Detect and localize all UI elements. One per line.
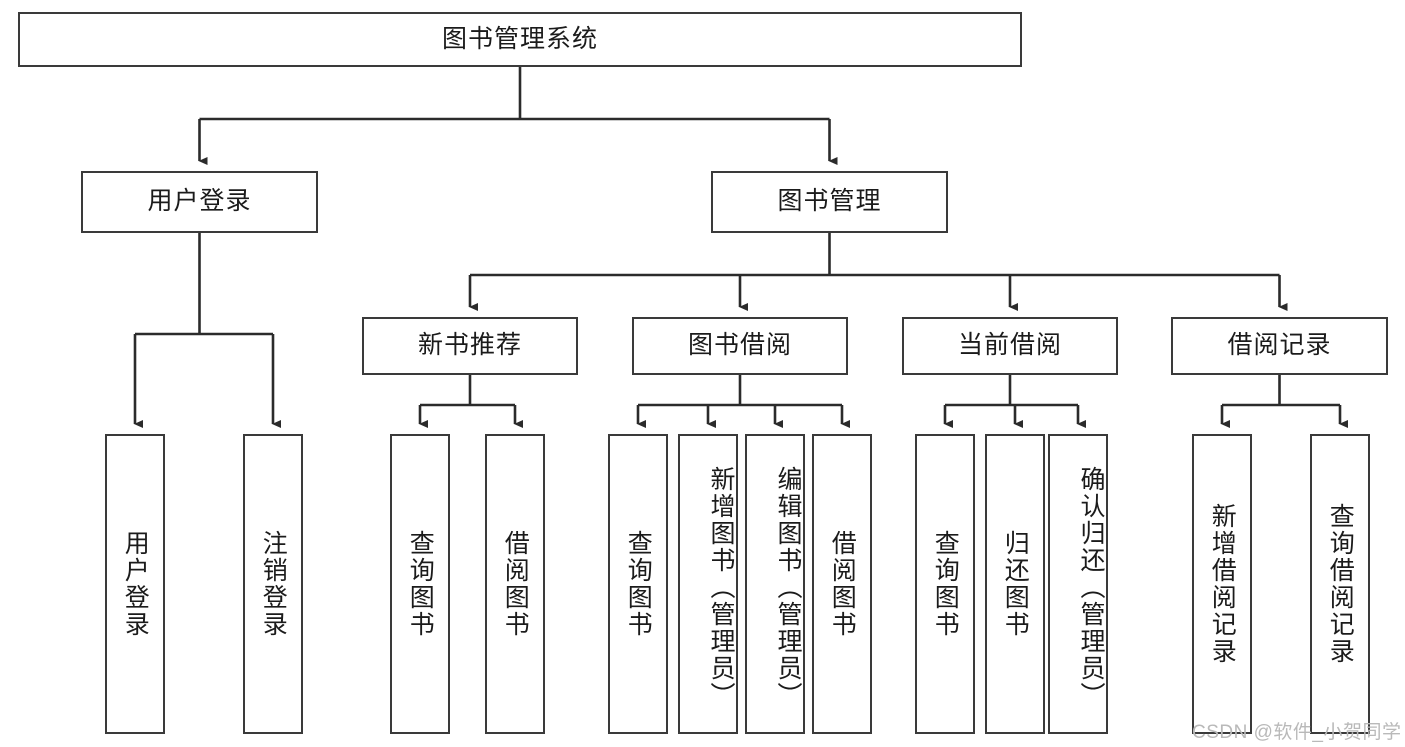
- leaf-newbook-borrow-book[interactable]: 借阅图书: [485, 434, 545, 734]
- leaf-current-return-book[interactable]: 归还图书: [985, 434, 1045, 734]
- node-borrow-record[interactable]: 借阅记录: [1171, 317, 1388, 375]
- node-label: 用户登录: [147, 187, 252, 216]
- leaf-user-login[interactable]: 用户登录: [105, 434, 165, 734]
- node-label: 编辑图书（管理员）: [774, 465, 802, 709]
- node-label: 查询图书: [624, 530, 653, 638]
- leaf-record-query-borrow-record[interactable]: 查询借阅记录: [1310, 434, 1370, 734]
- node-label: 新增借阅记录: [1208, 503, 1237, 665]
- leaf-borrow-query-book[interactable]: 查询图书: [608, 434, 668, 734]
- node-label: 当前借阅: [957, 331, 1062, 360]
- node-book-borrow[interactable]: 图书借阅: [632, 317, 848, 375]
- leaf-borrow-add-book-admin[interactable]: 新增图书（管理员）: [678, 434, 738, 734]
- node-label: 归还图书: [1001, 530, 1030, 638]
- node-new-book-recommend[interactable]: 新书推荐: [362, 317, 578, 375]
- leaf-borrow-borrow-book[interactable]: 借阅图书: [812, 434, 872, 734]
- node-root[interactable]: 图书管理系统: [18, 12, 1022, 67]
- node-label: 借阅图书: [501, 530, 530, 638]
- node-label: 新书推荐: [417, 331, 522, 360]
- node-label: 借阅记录: [1227, 331, 1332, 360]
- csdn-watermark: CSDN @软件_小贺同学: [1192, 722, 1402, 743]
- node-user-login[interactable]: 用户登录: [81, 171, 318, 233]
- node-label: 查询图书: [406, 530, 435, 638]
- leaf-borrow-edit-book-admin[interactable]: 编辑图书（管理员）: [745, 434, 805, 734]
- node-label: 查询图书: [931, 530, 960, 638]
- leaf-user-logout[interactable]: 注销登录: [243, 434, 303, 734]
- node-label: 查询借阅记录: [1326, 503, 1355, 665]
- node-label: 用户登录: [121, 530, 150, 638]
- node-label: 图书管理系统: [441, 24, 598, 53]
- leaf-current-confirm-return-admin[interactable]: 确认归还（管理员）: [1048, 434, 1108, 734]
- node-label: 图书管理: [777, 187, 882, 216]
- node-book-management[interactable]: 图书管理: [711, 171, 948, 233]
- node-label: 注销登录: [259, 530, 288, 638]
- node-label: 借阅图书: [828, 530, 857, 638]
- leaf-current-query-book[interactable]: 查询图书: [915, 434, 975, 734]
- leaf-record-add-borrow-record[interactable]: 新增借阅记录: [1192, 434, 1252, 734]
- node-current-borrow[interactable]: 当前借阅: [902, 317, 1118, 375]
- node-label: 图书借阅: [687, 331, 792, 360]
- node-label: 新增图书（管理员）: [707, 465, 735, 709]
- leaf-newbook-query-book[interactable]: 查询图书: [390, 434, 450, 734]
- node-label: 确认归还（管理员）: [1077, 465, 1105, 709]
